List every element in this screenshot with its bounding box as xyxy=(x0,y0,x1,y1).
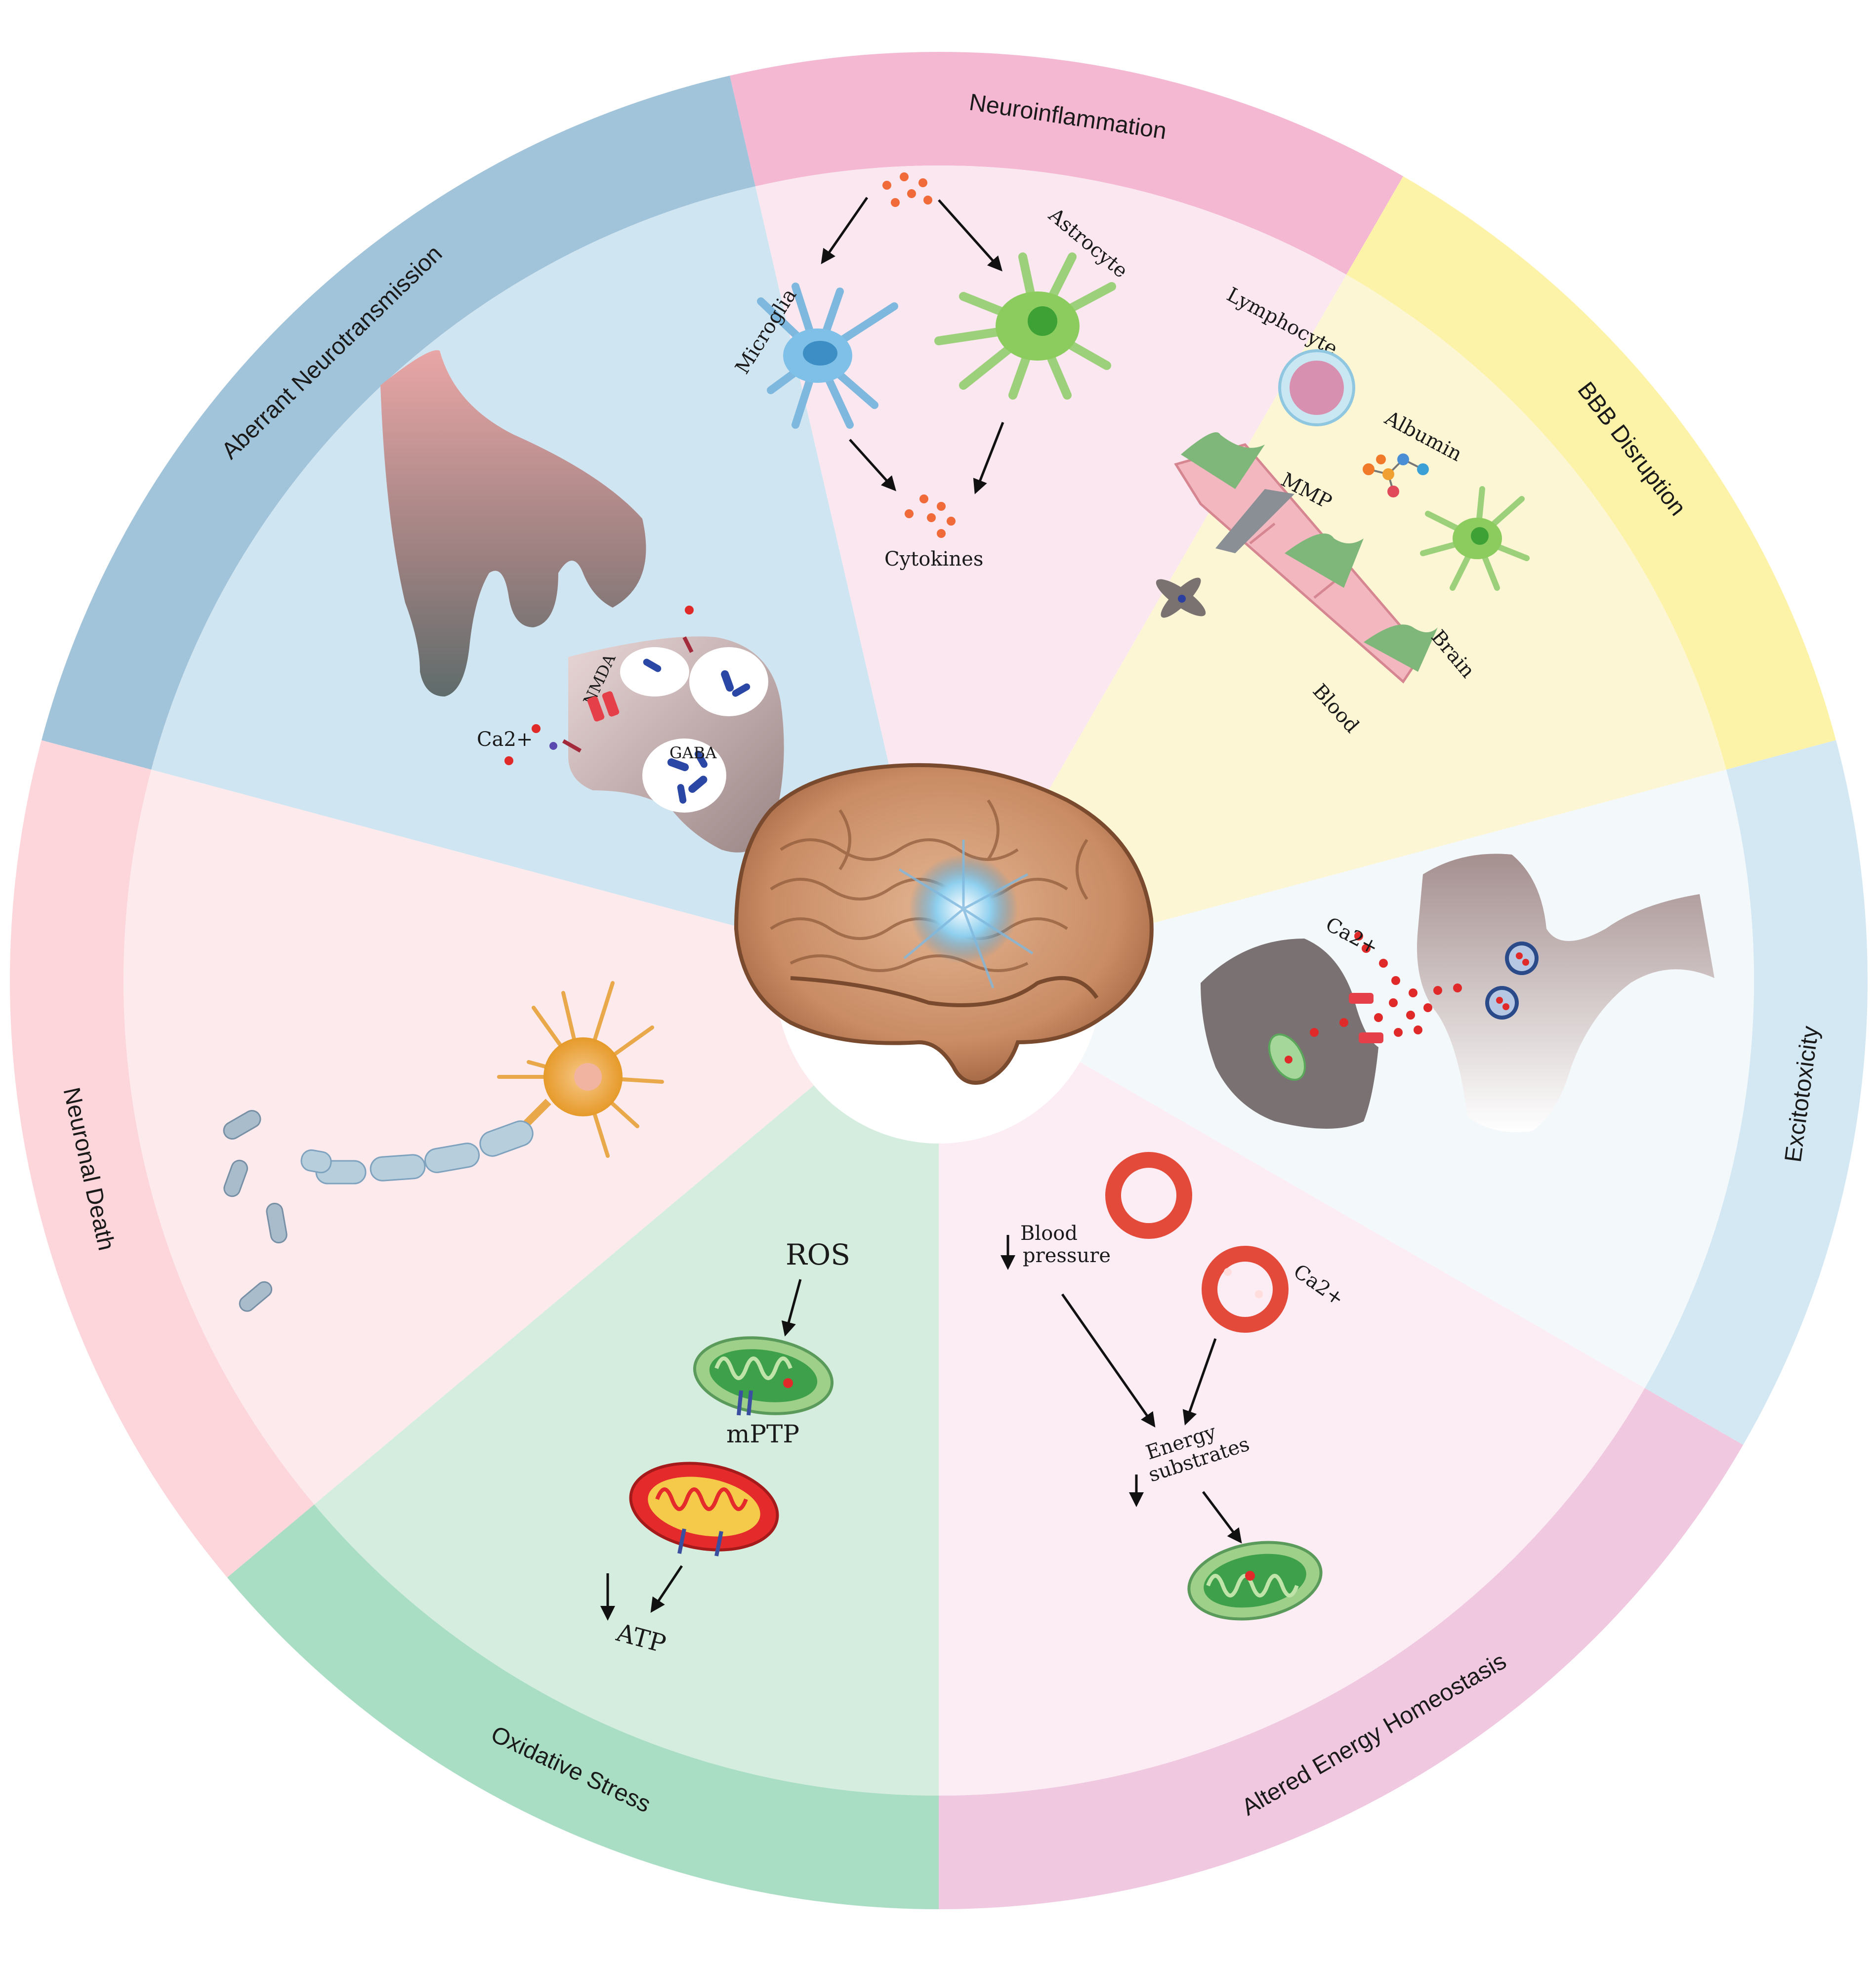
cytokine-dots-bottom xyxy=(905,494,956,538)
fragmented-axon xyxy=(223,1110,288,1312)
channel-left xyxy=(562,739,582,753)
excito-vesicles xyxy=(1485,942,1539,1020)
ros-label: ROS xyxy=(786,1238,850,1271)
calcium-ions-left xyxy=(504,606,694,765)
rbc-1 xyxy=(1105,1152,1192,1239)
albumin-molecule xyxy=(1363,453,1429,497)
neuronal-death-illustration xyxy=(223,981,664,1312)
segment-panel-death xyxy=(123,769,814,1505)
segment-band-oxidative xyxy=(227,1504,939,1909)
segment-panel-neuroinflammation xyxy=(755,165,1346,840)
oxidative-illustration: ROS mPTP ATP xyxy=(600,1238,850,1659)
vesicle-1 xyxy=(620,647,689,697)
astrocyte-endfoot-1 xyxy=(1181,432,1265,489)
gaba-label: GABA xyxy=(669,743,717,762)
calcium-dot-2 xyxy=(1255,1290,1263,1298)
energy-illustration: Ca2+ Blood pressure Energy substrates xyxy=(1001,1152,1348,1621)
arrow-ca-to-energy xyxy=(1182,1338,1217,1426)
red-mitochondrion xyxy=(629,1462,779,1557)
leukocyte-cross xyxy=(1156,577,1206,618)
excitotoxicity-illustration: Ca2+ xyxy=(1201,854,1714,1132)
blood-label-1: Blood xyxy=(1020,1222,1078,1245)
arrow-to-microglia xyxy=(821,197,869,264)
arrow-to-astrocyte xyxy=(938,199,1002,272)
central-brain xyxy=(734,763,1154,1085)
rbc-2 xyxy=(1202,1246,1289,1333)
arrow-astrocyte-to-cytokines xyxy=(973,422,1004,494)
segment-panel-energy xyxy=(939,1062,1645,1796)
segment-panel-oxidative xyxy=(314,1085,939,1796)
ca-left-label: Ca2+ xyxy=(477,728,533,751)
channel-right xyxy=(682,636,694,653)
mptp-label: mPTP xyxy=(726,1420,799,1448)
astrocyte-endfoot-3 xyxy=(1364,624,1438,672)
nmda-receptors xyxy=(587,691,620,722)
segment-band-energy xyxy=(939,1388,1744,1909)
gaba-granules xyxy=(643,658,750,804)
arrow-to-mitochondrion xyxy=(1202,1491,1242,1544)
mmp-blade xyxy=(1215,489,1294,553)
segment-band-aberrant xyxy=(42,76,755,770)
segment-panel-excitotoxicity xyxy=(1080,769,1754,1388)
green-mitochondrion xyxy=(693,1336,834,1416)
astrocyte-endfoot-2 xyxy=(1285,533,1364,588)
segment-band-bbb xyxy=(1346,176,1836,770)
arrow-bp-to-energy xyxy=(1061,1293,1156,1428)
segment-band-excitotoxicity xyxy=(1644,740,1868,1445)
segment-band-neuroinflammation xyxy=(730,52,1403,275)
aberrant-illustration: GABA NMDA Ca2+ xyxy=(380,350,784,853)
energy-mitochondrion xyxy=(1187,1541,1323,1621)
cytokines-label: Cytokines xyxy=(884,548,983,571)
arrow-microglia-to-cytokines xyxy=(849,439,897,492)
calcium-dot-1 xyxy=(1224,1268,1232,1276)
presynaptic-terminal xyxy=(380,350,646,697)
arrow-ros xyxy=(781,1279,802,1337)
excito-presynaptic xyxy=(1417,854,1714,1132)
cytokine-dots-top xyxy=(882,172,932,207)
arrow-to-atp xyxy=(650,1565,683,1613)
vesicle-3 xyxy=(642,738,726,813)
segment-band-death xyxy=(10,740,315,1578)
excito-postsynaptic xyxy=(1201,939,1378,1129)
myelin-segments xyxy=(300,1120,534,1185)
excito-receptors xyxy=(1349,993,1383,1043)
pressure-label: pressure xyxy=(1023,1244,1111,1267)
excito-mitochondrion xyxy=(1268,1033,1306,1081)
glutamate-calcium-dots xyxy=(1310,932,1462,1037)
